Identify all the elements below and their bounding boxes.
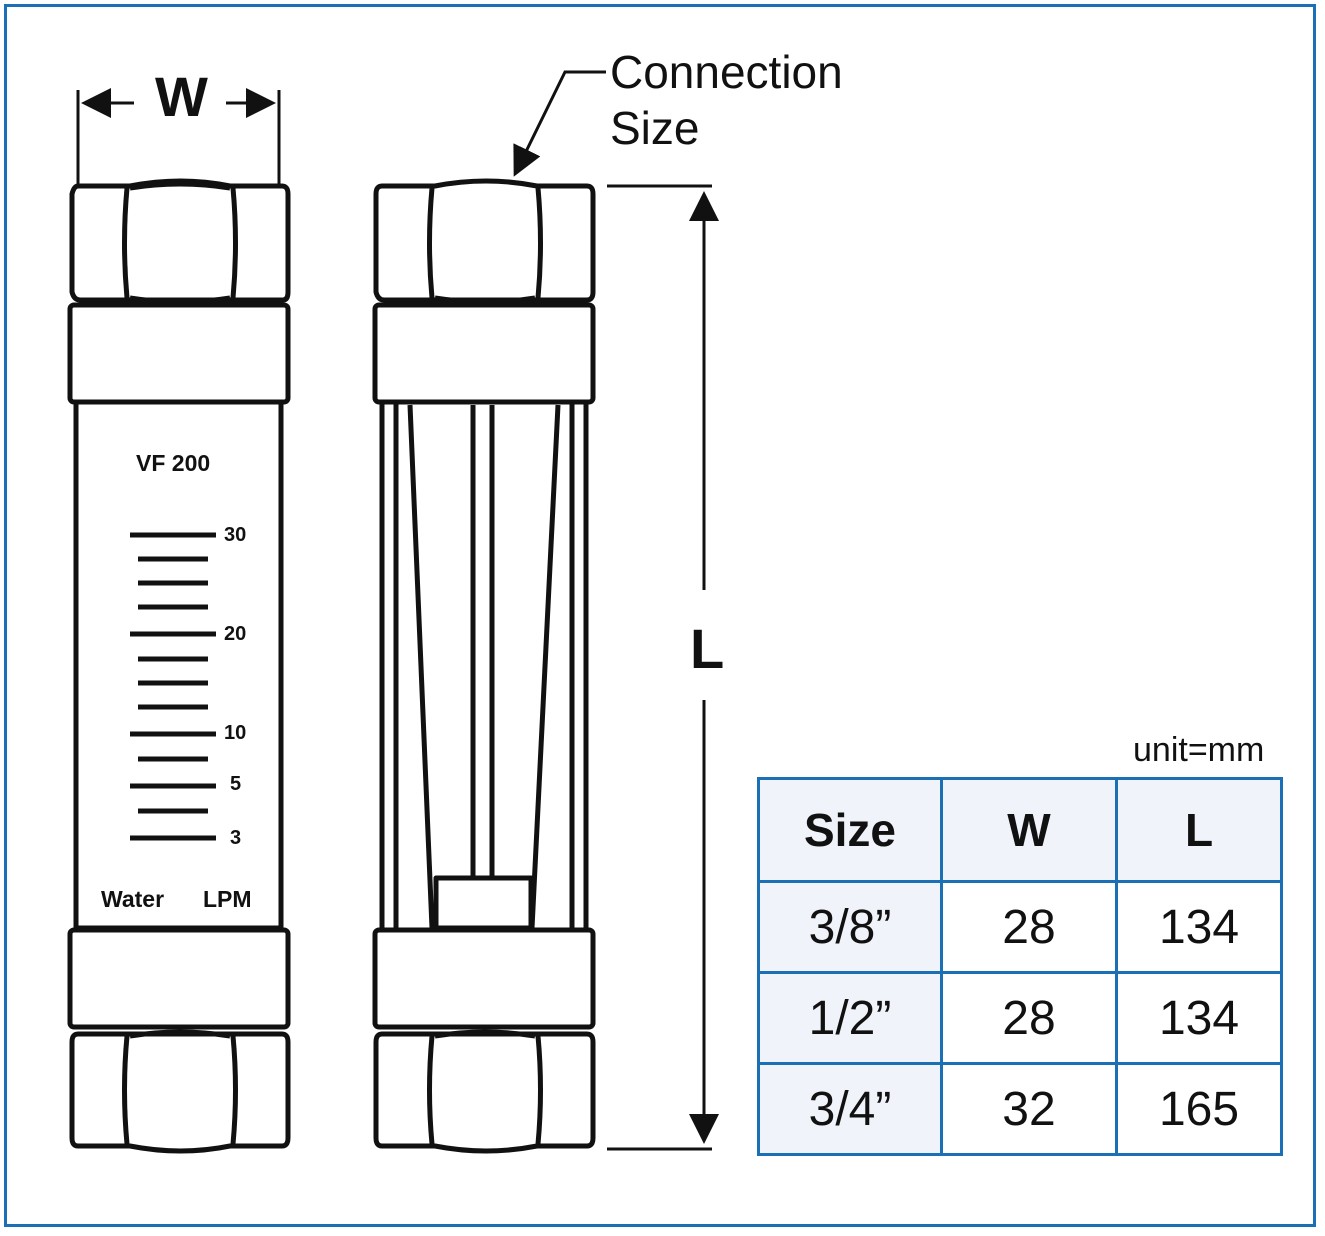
header-cell: L [1115, 777, 1283, 883]
table-header-row: Size W L [757, 777, 1283, 883]
scale-label: 10 [224, 722, 247, 744]
front-view-meter [67, 178, 291, 1154]
callout-line-2: Size [610, 102, 700, 154]
meter-model-label: VF 200 [136, 450, 211, 476]
scale-label: 5 [230, 773, 242, 795]
front-scale-ticks [130, 532, 216, 841]
front-bottom-collar [67, 927, 291, 1030]
side-bottom-hex-nut [373, 1031, 596, 1154]
side-top-collar [372, 302, 596, 405]
width-dimension-label: W [155, 65, 208, 128]
side-bottom-collar [372, 927, 596, 1030]
front-bottom-hex-nut [69, 1031, 291, 1154]
front-top-collar [67, 302, 291, 405]
table-row: 3/4” 32 165 [757, 1062, 1283, 1156]
dimension-table: Size W L 3/8” 28 134 1/2” 28 134 3/4” 32… [757, 777, 1283, 1156]
table-row: 3/8” 28 134 [757, 880, 1283, 974]
callout-line-1: Connection [610, 46, 843, 98]
table-cell: 32 [940, 1062, 1118, 1156]
scale-label: 30 [224, 524, 247, 546]
table-row: 1/2” 28 134 [757, 971, 1283, 1065]
float [433, 875, 534, 931]
side-view-meter [372, 178, 596, 1154]
table-cell: 165 [1115, 1062, 1283, 1156]
table-cell: 3/8” [757, 880, 943, 974]
scale-label: 3 [230, 827, 242, 849]
dimension-lines [76, 70, 719, 1151]
table-unit-note: unit=mm [1133, 731, 1265, 769]
front-top-hex-nut [69, 178, 291, 303]
fluid-label: Water [101, 886, 165, 912]
table-cell: 3/4” [757, 1062, 943, 1156]
header-cell: Size [757, 777, 943, 883]
table-cell: 28 [940, 880, 1118, 974]
length-dimension-label: L [690, 617, 725, 680]
table-cell: 134 [1115, 880, 1283, 974]
figure-frame [4, 4, 1316, 1227]
header-cell: W [940, 777, 1118, 883]
table-cell: 1/2” [757, 971, 943, 1065]
table-cell: 134 [1115, 971, 1283, 1065]
flow-unit-label: LPM [203, 886, 252, 912]
scale-label: 20 [224, 623, 247, 645]
table-cell: 28 [940, 971, 1118, 1065]
side-top-hex-nut [373, 178, 596, 303]
front-tube-body [73, 399, 284, 931]
